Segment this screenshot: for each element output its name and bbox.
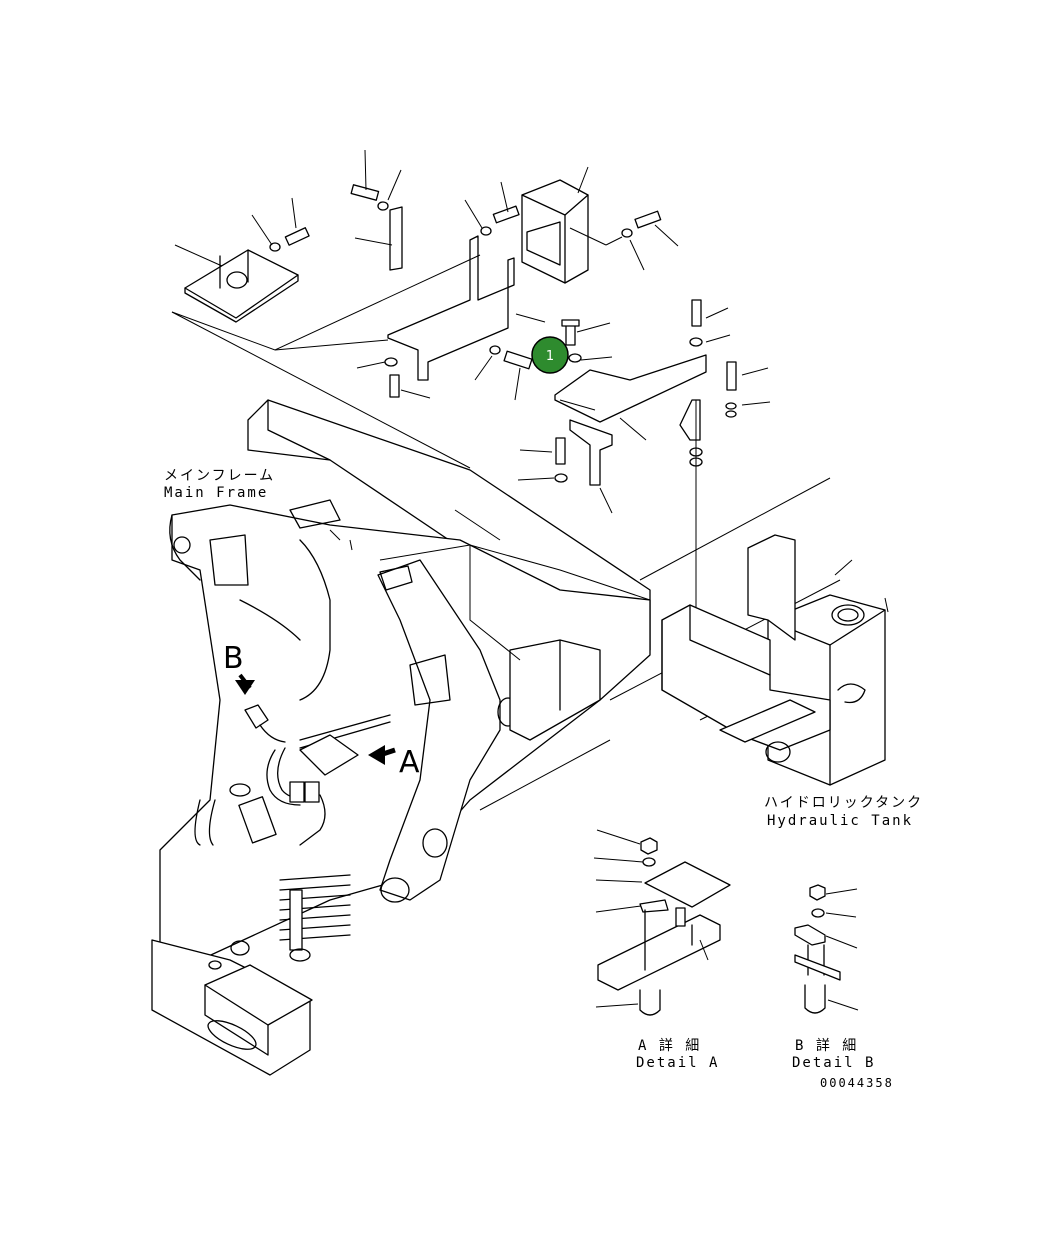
part-callout-1[interactable]: 1 [531,336,569,374]
callout-circle[interactable] [531,336,569,374]
detail-a-label-jp: A 詳 細 [638,1038,701,1054]
view-a-letter: A [399,745,420,780]
detail-b [794,884,859,1014]
upper-bolts [350,149,520,236]
detail-a-label-en: Detail A [636,1055,719,1071]
view-arrow-b [235,673,255,695]
box-cover [521,166,679,284]
main-frame [151,399,841,1076]
hydraulic-lines [194,704,391,970]
callout-number: 1 [546,349,554,364]
detail-a [593,829,731,1016]
drawing-number: 00044358 [820,1076,894,1090]
hydraulic-tank-label-en: Hydraulic Tank [767,813,913,829]
frame-guide-lines [171,254,481,469]
top-left-cover-assembly [174,197,310,323]
hydraulic-tank [661,534,889,786]
hydraulic-tank-label-jp: ハイドロリックタンク [764,795,923,811]
view-b-letter: B [223,641,244,676]
tank-mount-bracket [517,299,771,610]
view-arrow-a [368,745,396,765]
detail-b-label-en: Detail B [792,1055,875,1071]
center-bracket [354,206,546,401]
main-frame-label-jp: メインフレーム [164,468,275,484]
detail-b-label-jp: B 詳 細 [795,1038,858,1054]
main-frame-label-en: Main Frame [164,485,268,501]
